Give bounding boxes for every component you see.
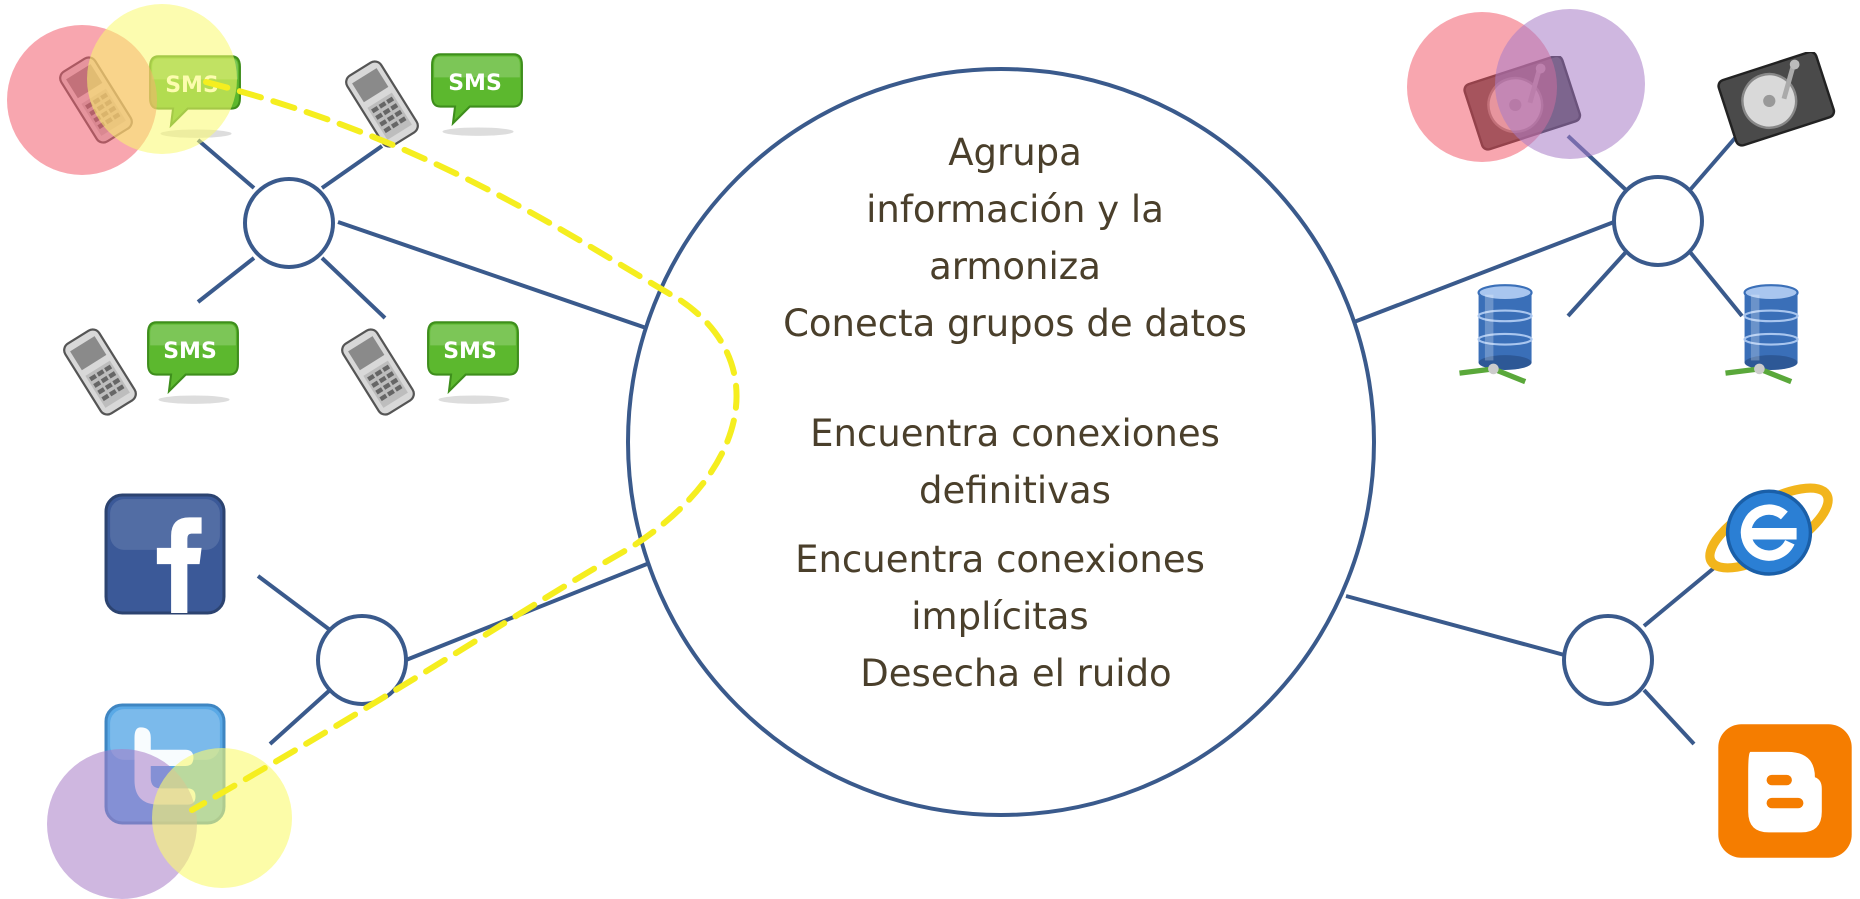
hub-line-2: información y la <box>866 188 1164 231</box>
sms-group-2: SMS <box>342 53 523 151</box>
hub-line-6: definitivas <box>919 469 1111 512</box>
sms-label: SMS <box>163 339 217 364</box>
highlight-blob-yellow <box>152 748 292 888</box>
mobile-phone-icon <box>60 325 140 419</box>
connector-line <box>320 144 384 190</box>
mobile-phone-icon <box>338 325 418 419</box>
highlight-blobs <box>7 4 1645 899</box>
sms-label: SMS <box>448 71 502 96</box>
hub-line-7: Encuentra conexiones <box>795 538 1205 581</box>
connector-line <box>1642 688 1696 746</box>
internet-explorer-icon <box>1699 473 1840 584</box>
central-circle <box>626 67 1376 817</box>
hub-description: Agrupa información y la armoniza Conecta… <box>783 131 1247 695</box>
hub-nodes <box>243 175 1704 706</box>
sms-label: SMS <box>443 339 497 364</box>
hard-drive-icon <box>1717 50 1836 147</box>
sms-group-4: SMS <box>338 321 519 419</box>
connector-line <box>1642 566 1716 628</box>
highlight-blob-purple <box>1495 9 1645 159</box>
hub-node-bottom-left <box>316 614 408 706</box>
connector-line <box>1345 594 1569 658</box>
connector-line <box>1353 220 1615 324</box>
hub-line-8: implícitas <box>911 595 1088 638</box>
database-icon <box>1725 285 1797 381</box>
connector-line <box>196 256 256 304</box>
hub-node-top-right <box>1612 175 1704 267</box>
hub-node-top-left <box>243 177 335 269</box>
mobile-phone-icon <box>342 57 422 151</box>
hub-line-5: Encuentra conexiones <box>810 412 1220 455</box>
sms-group-3: SMS <box>60 321 239 419</box>
hub-node-bottom-right <box>1562 614 1654 706</box>
implicit-connection-path <box>189 79 740 813</box>
connector-line <box>268 688 332 746</box>
connector-line <box>256 574 332 632</box>
connector-line <box>1688 128 1744 192</box>
connector-line <box>337 220 653 332</box>
hub-line-9: Desecha el ruido <box>860 652 1171 695</box>
connector-line <box>1688 250 1744 318</box>
connector-line <box>320 256 387 320</box>
facebook-icon <box>104 493 226 615</box>
hub-line-4: Conecta grupos de datos <box>783 302 1247 345</box>
hub-line-1: Agrupa <box>948 131 1082 174</box>
connector-line <box>196 138 256 190</box>
highlight-blob-yellow <box>87 4 237 154</box>
database-icon <box>1459 285 1531 381</box>
hub-line-3: armoniza <box>929 245 1101 288</box>
connector-line <box>1566 250 1628 318</box>
blogger-icon <box>1718 724 1852 858</box>
